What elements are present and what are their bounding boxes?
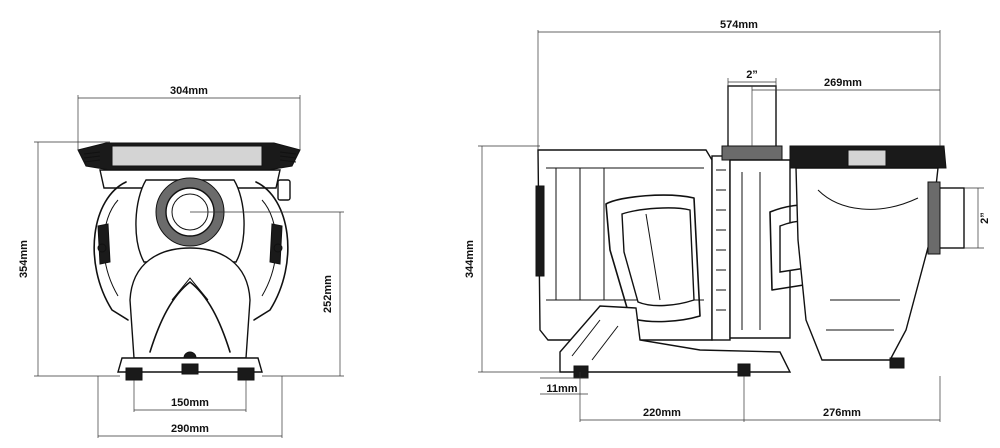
side-dimensions: 574mm 2” 269mm 344mm 2” 11mm [464,19,991,422]
front-pump-body [77,142,301,381]
front-base-outer-width-label: 290mm [171,423,209,435]
side-rear-length-label: 276mm [823,407,861,419]
front-top-width-label: 304mm [170,85,208,97]
front-inlet-height-label: 252mm [322,275,334,313]
front-view: 304mm 354mm 252mm 150mm 290mm [18,85,344,438]
side-outlet-pipe-label: 2” [746,69,758,81]
side-foot-height-label: 11mm [546,383,577,395]
side-foot-spacing-label: 220mm [643,407,681,419]
front-height-label: 354mm [18,240,30,278]
side-pump-body [535,85,965,379]
side-view: 574mm 2” 269mm 344mm 2” 11mm [464,19,991,422]
side-height-label: 344mm [464,240,476,278]
side-outlet-to-end-label: 269mm [824,77,862,89]
side-inlet-pipe-label: 2” [979,212,991,224]
front-dimensions: 304mm 354mm 252mm 150mm 290mm [18,85,344,438]
front-base-inner-width-label: 150mm [171,397,209,409]
side-total-length-label: 574mm [720,19,758,31]
